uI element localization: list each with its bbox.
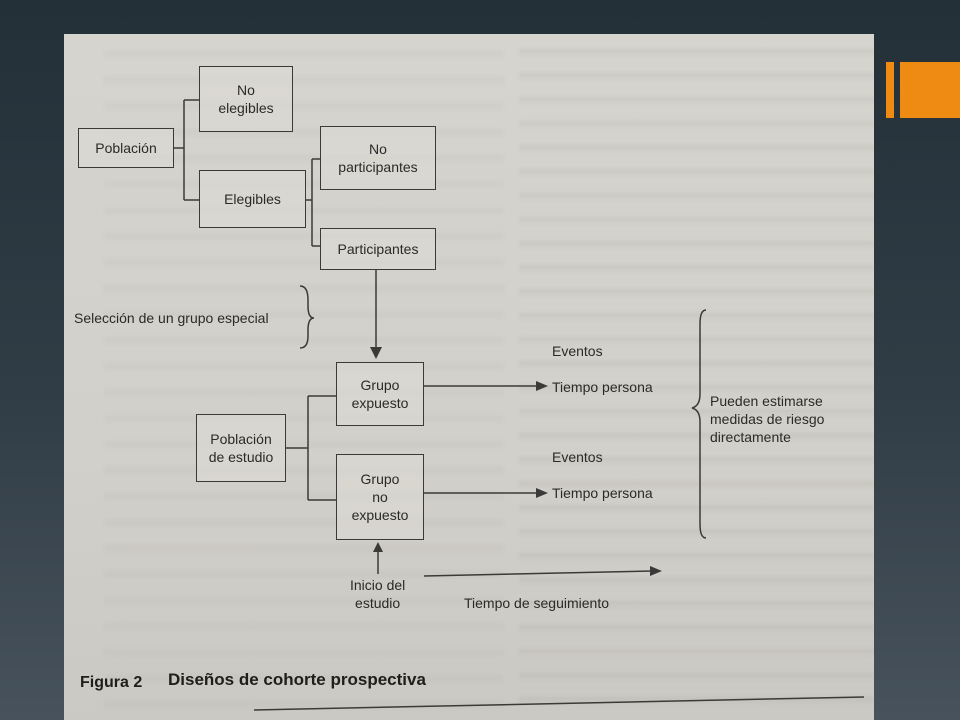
book-page-photo: Población No elegibles Elegibles No part… [64, 34, 874, 720]
box-participantes: Participantes [320, 228, 436, 270]
label-tiempo-seguimiento: Tiempo de seguimiento [464, 595, 610, 611]
label-tiempo-persona-2: Tiempo persona [552, 485, 653, 501]
label-eventos-2: Eventos [552, 449, 603, 465]
accent-block [900, 62, 960, 118]
label-inicio-estudio: Inicio del estudio [350, 577, 406, 611]
box-poblacion: Población [78, 128, 174, 168]
label-tiempo-persona-1: Tiempo persona [552, 379, 653, 395]
box-poblacion-estudio: Población de estudio [196, 414, 286, 482]
box-grupo-expuesto: Grupo expuesto [336, 362, 424, 426]
box-grupo-no-expuesto: Grupo no expuesto [336, 454, 424, 540]
figure-title: Diseños de cohorte prospectiva [168, 670, 426, 689]
page-texture-right [519, 34, 874, 720]
connector-lines [174, 99, 865, 711]
accent-bar [886, 62, 894, 118]
box-no-elegibles: No elegibles [199, 66, 293, 132]
label-resultado: Pueden estimarse medidas de riesgo direc… [710, 393, 825, 445]
label-seleccion: Selección de un grupo especial [74, 310, 269, 326]
figure-number: Figura 2 [80, 674, 143, 691]
box-elegibles: Elegibles [199, 170, 306, 228]
label-eventos-1: Eventos [552, 343, 603, 359]
box-no-participantes: No participantes [320, 126, 436, 190]
